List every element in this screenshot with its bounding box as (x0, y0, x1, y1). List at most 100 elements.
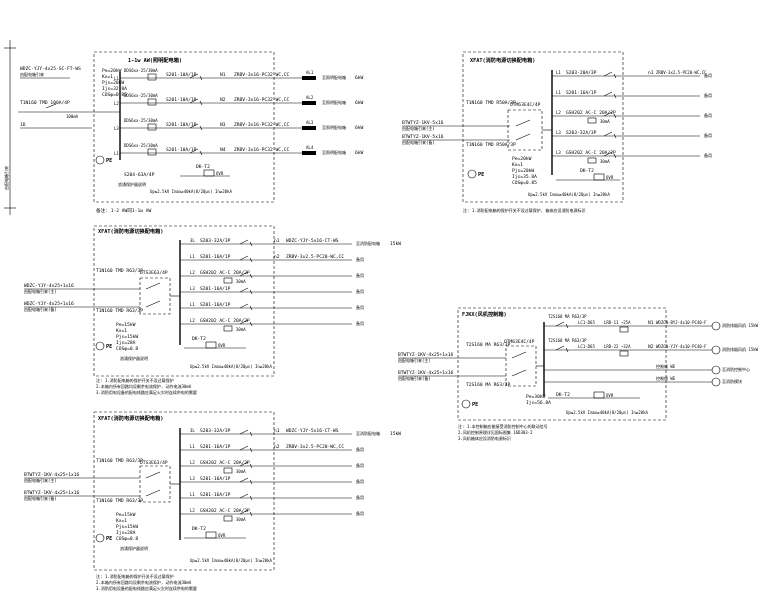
panel-a-spd-note: Up≤2.5kV Imax≥40kA(8/20μs) In≥20kA (150, 189, 232, 194)
panel-a-row-tag: AL4 (306, 145, 314, 150)
motor-symbol (711, 365, 721, 375)
row-phase: L2 (190, 318, 195, 323)
row-circuit: n1 (274, 428, 280, 434)
rcd-symbol (587, 157, 597, 164)
panel-a-row-breaker: S201-10A/1P (166, 122, 197, 128)
panel-e-in1-cable: BTWTYZ-1KV-4x25+1x16 (398, 352, 454, 358)
panel-d-in1-cable: BTWTYZ-1KV-4x25+1x16 (24, 472, 80, 478)
panel-e-param-0: Pe=30kW (526, 394, 546, 400)
ats-box (139, 277, 171, 315)
panel-d-in2-note: 由配电箱引来(备) (24, 495, 57, 501)
panel-a-row-kw: 6kW (355, 125, 364, 131)
row-rcd: 30mA (236, 517, 246, 522)
panel-b-in1-cable: BTWTYZ-1KV-5x16 (402, 120, 444, 126)
panel-a-row-phase: L3 (114, 126, 119, 131)
panel-a-title: 1-1w AW(照明配电箱) (128, 56, 182, 64)
panel-d-param-1: Kx=1 (116, 518, 127, 524)
load-symbol (302, 101, 316, 105)
panel-a-footer: 备注: 1-2 AW同1-1w AW (96, 207, 152, 214)
rcd-symbol (223, 277, 233, 284)
breaker-symbol (239, 319, 253, 327)
breaker-symbol (603, 71, 617, 79)
breaker-symbol (555, 321, 569, 329)
panel-d-in1-note: 由配电箱引来(主) (24, 477, 57, 483)
row-phase: L2 (190, 508, 195, 513)
row-rcd: 30mA (236, 327, 246, 332)
panel-e-in2-note: 由配电箱引来(备) (398, 375, 431, 381)
breaker-symbol (603, 111, 617, 119)
row-desc: 备用 (356, 510, 364, 516)
panel-d-note-1: 2.本箱内所有回路均设剩余电流保护, 动作电流30mA (96, 579, 192, 585)
panel-a-row-tag: AL3 (306, 120, 314, 125)
panel-c-ats: DTS3E63/4P (140, 270, 168, 276)
spd-symbol (593, 391, 605, 399)
panel-b-row-desc: 备用 (704, 92, 712, 98)
panel-e-row-desc: 至消防控制中心 (722, 366, 750, 372)
row-phase: L2 (190, 270, 195, 275)
row-breaker: GSH202 AC-C 20A/2P (200, 318, 250, 324)
breaker-symbol (189, 123, 203, 131)
row-desc: 备用 (356, 446, 364, 452)
panel-d-spd-note: Up≤2.5kV Imax≥40kA(8/20μs) In≥20kA (190, 558, 272, 563)
left-tag-text: 由配电箱引来 (3, 166, 9, 190)
ats-box (507, 109, 543, 151)
spd-symbol (593, 173, 605, 181)
panel-b-row-desc: 备用 (704, 152, 712, 158)
rcd-symbol (147, 148, 157, 156)
panel-a-row-desc: 至照明配电箱 (322, 99, 346, 105)
panel-c-note-1: 2.本箱内所有回路均设剩余电流保护, 动作电流30mA (96, 383, 192, 389)
panel-c-breaker2: T1N160 TMD R63/3P (96, 308, 143, 314)
panel-a-pe: PE (106, 158, 112, 164)
panel-b-row-desc: 备用 (704, 112, 712, 118)
panel-d: XFAT(消防电源切换配电箱) BTWTYZ-1KV-4x25+1x16 由配电… (24, 411, 401, 591)
panel-a-in-note: 由配电箱引来 (20, 71, 44, 77)
panel-c: XFAT(消防电源切换配电箱) WDZC-YJY-4x25+1x16 由配电箱引… (24, 225, 401, 395)
row-phase: L3 (190, 476, 195, 481)
panel-a-row-cable: ZRBV-3x16-PC32-WC,CC (234, 97, 290, 103)
spd-symbol (203, 169, 215, 177)
panel-a: 1-1w AW(照明配电箱) WDZC-YJY-4x25-SC-FT-WS 由配… (18, 51, 364, 214)
panel-c-in2-note: 由配电箱引来(备) (24, 306, 57, 312)
panel-d-breaker1: T1N160 TMD R63/3P (96, 458, 143, 464)
panel-a-param-2: Pjs=20kW (102, 80, 124, 86)
panel-e-breaker1: T2S160 MA R63/3P (466, 342, 510, 348)
breaker-symbol (239, 287, 253, 295)
breaker-symbol (603, 131, 617, 139)
row-desc: 备用 (356, 462, 364, 468)
panel-c-param-3: Ijs=28A (116, 340, 136, 346)
panel-b-param-2: Pjs=20kW (512, 168, 534, 174)
panel-a-param-3: Ijs=32.8A (102, 86, 127, 92)
panel-d-ats: DTS3E63/4P (140, 460, 168, 466)
panel-b-row-breaker: S201-16A/1P (566, 90, 597, 96)
panel-b-row-rcd: 30mA (600, 119, 610, 124)
panel-b-spd: DK-T2 (580, 168, 594, 174)
panel-e-spd-note: Up≤2.5kV Imax≥40kA(8/20μs) In≥20kA (566, 410, 648, 415)
panel-e-row: 控制线 WE 至消防控制中心 (544, 363, 750, 375)
panel-a-spd-value: OVR (216, 171, 224, 176)
panel-c-breaker1: T1N160 TMD R63/3P (96, 268, 143, 274)
panel-a-row-kw: 6kW (355, 150, 364, 156)
panel-e-row-cable: 控制线 WE (656, 363, 676, 369)
panel-c-note-0: 注: 1.消防配电箱的保护开关不设过载保护 (96, 377, 174, 383)
panel-a-main-breaker: T1N160 TMD 100A/4P (20, 100, 70, 106)
load-symbol (302, 126, 316, 130)
panel-c-pe: PE (106, 344, 112, 350)
panel-a-row-rcd: DDS6xx-25/30mA (124, 68, 158, 73)
row-circuit: n2 (274, 444, 280, 450)
panel-b-param-4: COSφ=0.85 (512, 180, 537, 186)
breaker-symbol (239, 255, 253, 263)
panel-b-row-desc: 备用 (704, 72, 712, 78)
breaker-symbol (239, 239, 253, 247)
row-circuit: n2 (274, 254, 280, 260)
panel-b-row-circuit: n1 (648, 70, 654, 76)
panel-b-param-0: Pe=20kW (512, 156, 532, 162)
rcd-symbol (223, 325, 233, 332)
